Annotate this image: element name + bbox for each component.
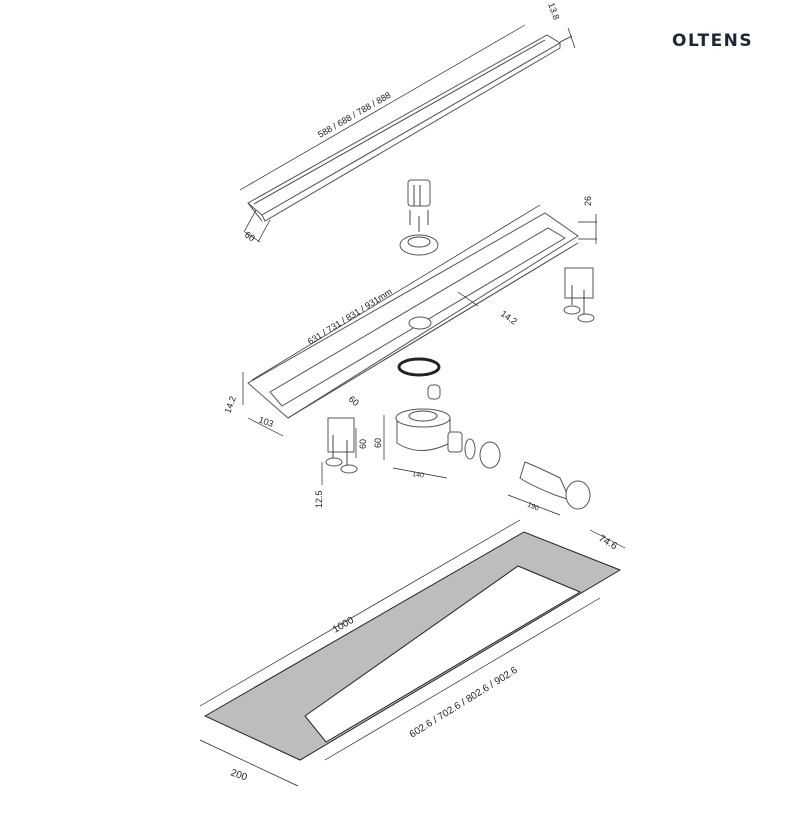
foot-part-right (563, 267, 595, 323)
channel-height-label: 26 (583, 196, 593, 206)
gasket-part (397, 357, 441, 400)
channel-inner-label: 14.2 (499, 308, 519, 326)
membrane-sheet (203, 531, 622, 761)
foot-width-label: 60 (347, 394, 361, 408)
channel-width-label: 103 (257, 414, 275, 429)
grate-part (239, 24, 576, 243)
channel-side-height-label: 14.2 (222, 395, 237, 415)
elbow-length-label: 190 (526, 501, 540, 512)
siphon-height-label: 60 (373, 438, 383, 448)
membrane-width-label: 200 (229, 767, 249, 783)
membrane-opening-label: 602.6 / 702.6 / 802.6 / 902.6 (408, 665, 520, 741)
oltens-logo: OLTENS (672, 31, 754, 51)
foot-height-label: 60 (358, 439, 368, 449)
membrane-margin-label: 74.6 (597, 533, 620, 552)
foot-min-height-label: 12.5 (314, 490, 324, 508)
foot-part-left (321, 417, 358, 485)
siphon-part (383, 408, 501, 479)
siphon-diameter-label: 140 (412, 471, 425, 480)
grate-height-label: 13.8 (546, 1, 561, 21)
grate-width-label: 60 (243, 229, 257, 243)
channel-part (242, 204, 597, 437)
membrane-part (199, 519, 626, 787)
elbow-part (507, 461, 591, 516)
adapter-part (399, 179, 439, 256)
